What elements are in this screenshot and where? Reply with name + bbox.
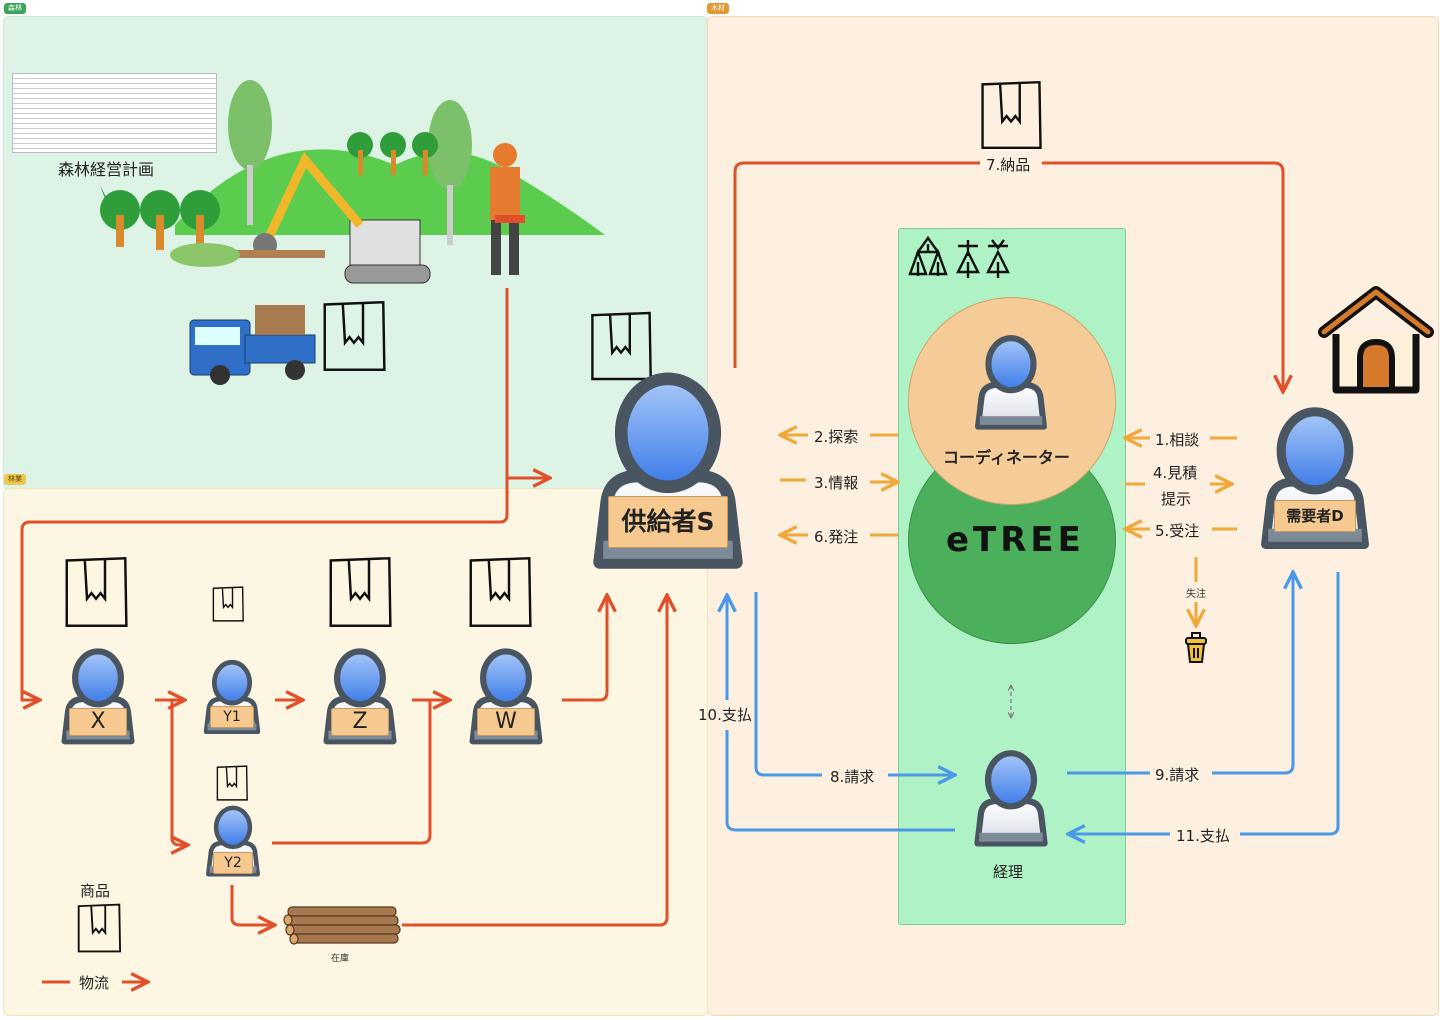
person-icon xyxy=(975,335,1047,430)
label-quote-line2: 提示 xyxy=(1161,490,1192,508)
actor-y2[interactable]: Y2 xyxy=(200,804,266,882)
wood-section-tag[interactable]: 木材 xyxy=(707,3,729,14)
actor-y2-plate: Y2 xyxy=(213,852,253,874)
log-truck-icon xyxy=(189,305,316,385)
excavator-icon xyxy=(170,151,431,284)
accounting-actor[interactable] xyxy=(966,748,1056,854)
product-box-icon xyxy=(320,300,388,372)
person-icon xyxy=(593,372,743,569)
flow-bill-8 xyxy=(754,592,955,775)
coordinator-label: コーディネーター xyxy=(943,448,1070,467)
forestry-section-tag[interactable]: 林業 xyxy=(4,474,26,485)
actor-x-plate: X xyxy=(69,708,127,736)
forest-plan-document xyxy=(12,73,217,153)
flow-inventory-to-supplier xyxy=(402,595,667,927)
tree-icon xyxy=(412,132,438,175)
label-pay-10: 10.支払 xyxy=(698,706,752,724)
tree-icon xyxy=(347,132,373,175)
tall-tree-icon xyxy=(228,80,272,225)
actor-z[interactable]: Z xyxy=(316,646,404,752)
forest-plan-label: 森林経営計画 xyxy=(58,160,155,179)
chainsaw-worker-icon xyxy=(490,143,525,275)
house-icon xyxy=(1318,286,1434,394)
tall-tree-icon xyxy=(428,100,472,245)
flow-info-3 xyxy=(780,480,898,482)
coordinator-actor[interactable] xyxy=(966,333,1056,437)
flow-bill-9 xyxy=(1067,572,1293,775)
legend-product-label: 商品 xyxy=(80,882,111,900)
person-icon xyxy=(1261,407,1369,549)
flow-delivery-7 xyxy=(733,161,1283,392)
label-order: 6.発注 xyxy=(814,528,859,546)
actor-w-plate: W xyxy=(477,708,535,736)
person-icon xyxy=(323,648,397,745)
label-consult: 1.相談 xyxy=(1155,431,1200,449)
flow-pay-10 xyxy=(727,595,955,832)
product-box-icon xyxy=(215,765,249,801)
person-icon xyxy=(61,648,135,745)
flow-x-to-y2 xyxy=(172,700,188,845)
label-pay-11: 11.支払 xyxy=(1176,827,1230,845)
flow-y2-to-w xyxy=(272,700,432,845)
flow-pay-11 xyxy=(1068,572,1340,834)
product-box-icon xyxy=(326,556,394,628)
demander-name-plate: 需要者D xyxy=(1274,500,1356,532)
label-quote-line1: 4.見積 xyxy=(1153,464,1198,482)
flow-forest-to-x xyxy=(20,470,509,700)
demander-actor[interactable]: 需要者D xyxy=(1250,404,1380,560)
trash-icon xyxy=(1185,632,1207,663)
tree-icon xyxy=(380,132,406,175)
legend-product-box-icon xyxy=(75,903,123,953)
inventory-label: 在庫 xyxy=(331,954,350,964)
label-search: 2.探索 xyxy=(814,428,859,446)
legend-logistics-label: 物流 xyxy=(79,974,110,992)
etree-symbols-icon xyxy=(908,236,1010,278)
forest-illustration xyxy=(100,80,605,385)
label-bill-9: 9.請求 xyxy=(1155,766,1200,784)
flow-w-to-supplier xyxy=(562,595,607,702)
tree-icon xyxy=(180,190,220,250)
actor-x[interactable]: X xyxy=(54,646,142,752)
product-box-icon xyxy=(210,586,246,622)
supplier-name-plate: 供給者S xyxy=(608,496,728,548)
product-box-icon xyxy=(62,556,130,628)
actor-y1[interactable]: Y1 xyxy=(198,658,266,740)
tree-icon xyxy=(140,190,180,250)
flow-forest-to-supplier xyxy=(505,288,550,478)
flow-y2-to-inventory xyxy=(230,885,275,925)
tree-icon xyxy=(100,185,140,247)
label-info: 3.情報 xyxy=(814,474,859,492)
person-icon xyxy=(469,648,543,745)
label-lost-order: 失注 xyxy=(1186,589,1206,600)
actor-z-plate: Z xyxy=(331,708,389,736)
person-icon xyxy=(974,750,1048,847)
label-deliver: 7.納品 xyxy=(986,156,1031,174)
label-accept: 5.受注 xyxy=(1155,522,1200,540)
inventory-logs-icon xyxy=(283,906,401,945)
actor-w[interactable]: W xyxy=(462,646,550,752)
label-bill-8: 8.請求 xyxy=(830,768,875,786)
supplier-actor[interactable]: 供給者S xyxy=(578,368,758,584)
actor-y1-plate: Y1 xyxy=(210,706,254,728)
accounting-label: 経理 xyxy=(993,863,1024,881)
forest-section-tag[interactable]: 森林 xyxy=(4,3,26,14)
etree-logo: eTREE xyxy=(946,520,1085,560)
product-box-icon xyxy=(466,556,534,628)
product-box-icon xyxy=(978,80,1044,150)
